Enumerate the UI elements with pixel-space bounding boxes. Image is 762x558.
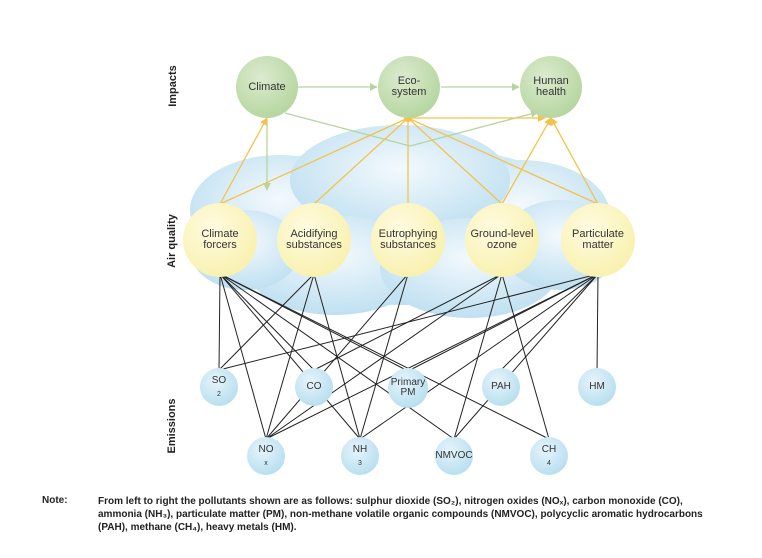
impact-node-ecosystem: Eco-system <box>378 56 440 118</box>
emission-link-ozone-nox <box>265 273 503 440</box>
emission-link-pm-aq-nh3 <box>359 273 599 440</box>
impact-link-climate-forcers-ecosystem <box>219 117 409 205</box>
band-label-air-quality: Air quality <box>166 214 178 268</box>
note-label: Note: <box>42 495 68 506</box>
emission-link-pm-aq-nmvoc <box>453 273 599 440</box>
impact-node-climate: Climate <box>236 56 298 118</box>
impact-link-ozone-human-health <box>501 117 552 205</box>
emission-link-acidifying-nox <box>265 273 315 440</box>
emission-link-pm-aq-hm <box>596 273 599 371</box>
impact-link-pm-aq-ecosystem <box>407 117 599 205</box>
band-label-emissions: Emissions <box>166 398 178 454</box>
emission-links <box>218 273 599 440</box>
emission-node-pah: PAH <box>482 368 520 406</box>
emission-node-nmvoc: NMVOC <box>435 437 473 475</box>
emission-link-pm-aq-nox <box>265 273 599 440</box>
emission-link-acidifying-so2 <box>218 273 315 371</box>
impact-link-acidifying-ecosystem <box>313 117 409 205</box>
green-link-climate-cross <box>284 112 411 147</box>
air-quality-impact-links <box>219 114 599 205</box>
emission-link-pm-aq-so2 <box>218 273 599 371</box>
emission-node-hm: HM <box>578 368 616 406</box>
emission-link-ozone-nmvoc <box>453 273 503 440</box>
emission-link-climate-forcers-so2 <box>218 273 221 371</box>
emission-node-primary-pm: Primary PM <box>388 368 428 408</box>
emission-link-eutrophying-nox <box>265 273 409 440</box>
emission-node-co: CO <box>295 368 333 406</box>
band-label-impacts: Impacts <box>167 65 179 107</box>
emission-link-climate-forcers-nox <box>219 273 267 440</box>
impact-link-ozone-ecosystem <box>407 117 503 205</box>
impact-link-pm-aq-human-health <box>550 117 599 205</box>
emission-link-pm-aq-pah <box>500 273 599 371</box>
note-text: From left to right the pollutants shown … <box>98 496 703 533</box>
impact-link-climate-forcers-climate <box>219 117 268 205</box>
